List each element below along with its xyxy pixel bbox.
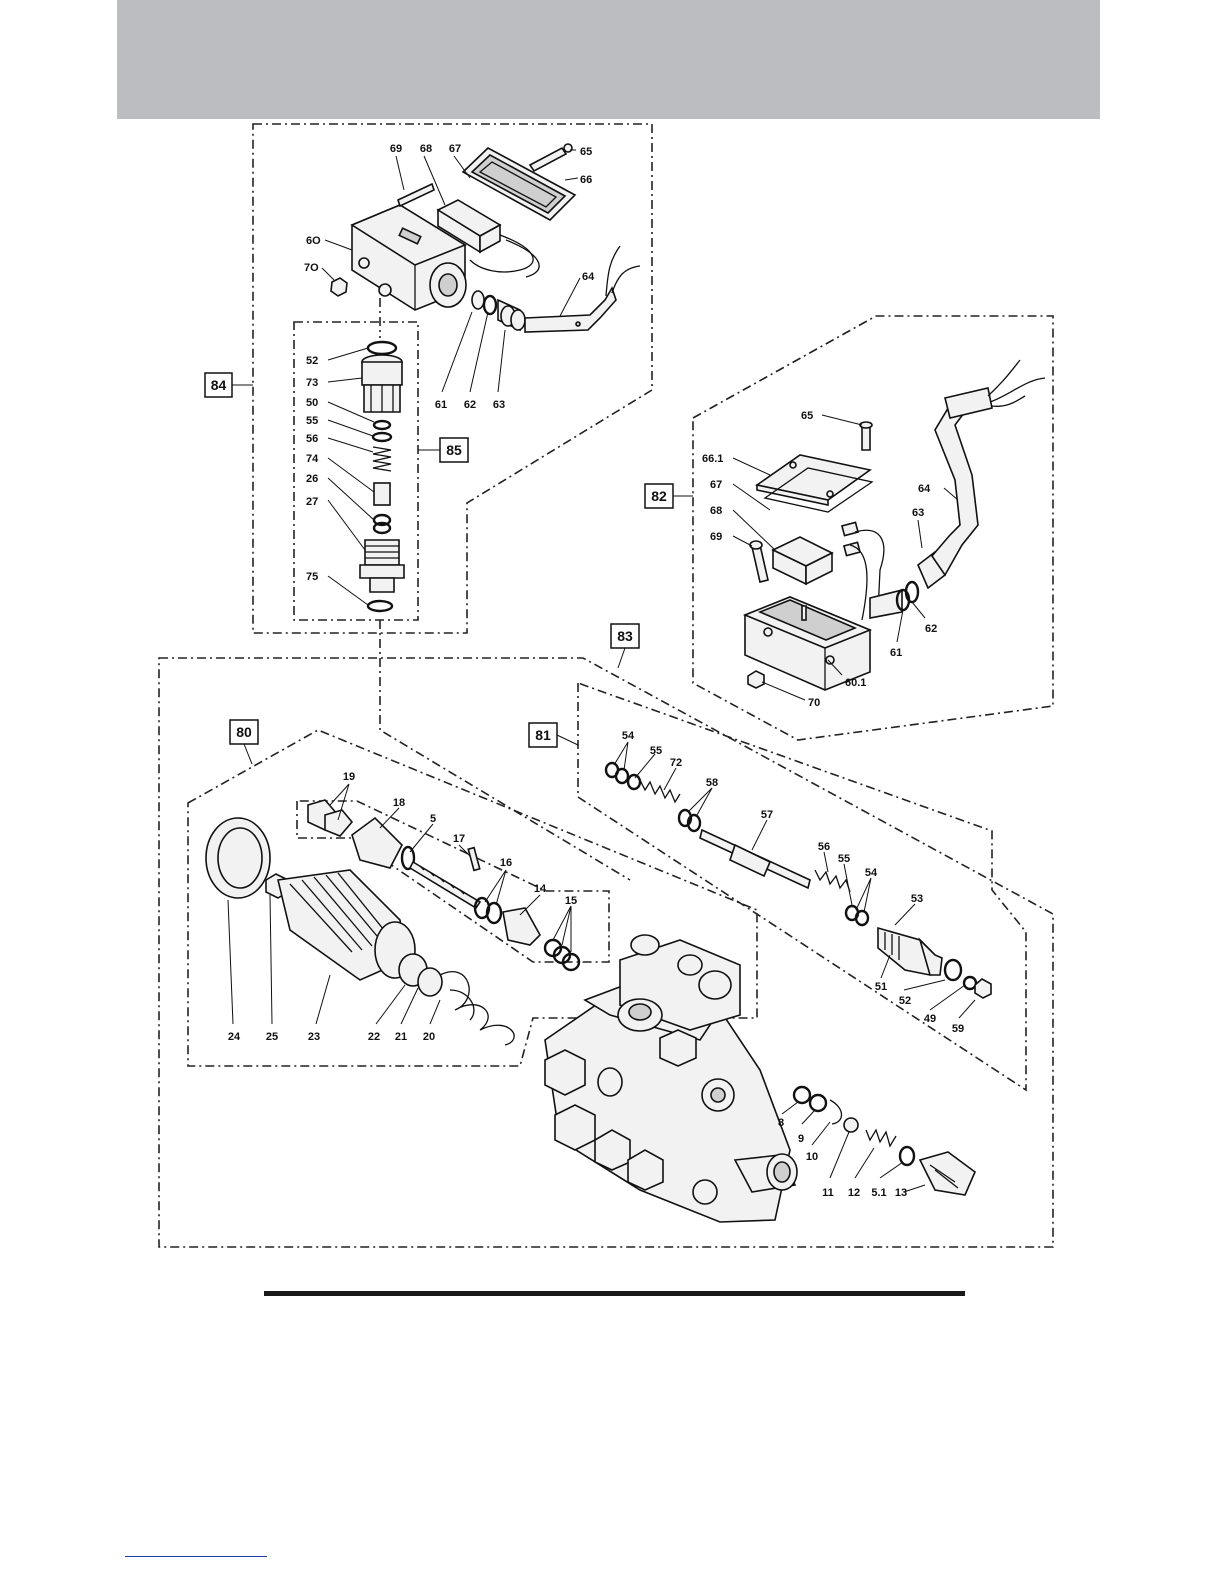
callout-19: 19 — [343, 771, 355, 783]
callout-57: 57 — [761, 809, 773, 821]
callout-63: 63 — [912, 507, 924, 519]
callout-20: 20 — [423, 1031, 435, 1043]
box-83-label: 83 — [617, 628, 633, 644]
box-85-label: 85 — [446, 442, 462, 458]
callout-64: 64 — [582, 271, 595, 283]
callout-68: 68 — [420, 143, 432, 155]
callout-11: 11 — [822, 1187, 834, 1199]
callout-58: 58 — [706, 777, 718, 789]
box-80-label: 80 — [236, 724, 252, 740]
callout-8: 8 — [778, 1117, 784, 1129]
callout-72: 72 — [670, 757, 682, 769]
callout-27: 27 — [306, 496, 318, 508]
valve-body — [545, 935, 797, 1222]
cartridge-80 — [206, 800, 579, 1045]
group-82-outline — [693, 316, 1053, 740]
callout-69: 69 — [710, 531, 722, 543]
callout-62: 62 — [464, 399, 476, 411]
callout-54: 54 — [622, 730, 635, 742]
callout-62: 62 — [925, 623, 937, 635]
callout-22: 22 — [368, 1031, 380, 1043]
callout-9: 9 — [798, 1133, 804, 1145]
callout-50: 50 — [306, 397, 318, 409]
screw-69-82 — [752, 545, 768, 582]
callout-26: 26 — [306, 473, 318, 485]
box-81: 81 — [529, 723, 557, 747]
callout-74: 74 — [306, 453, 319, 465]
callout-61: 61 — [435, 399, 447, 411]
callout-61: 61 — [890, 647, 902, 659]
gland-cable-82 — [870, 360, 1045, 618]
callout-70: 70 — [808, 697, 820, 709]
box-83: 83 — [611, 624, 639, 648]
box-84-label: 84 — [211, 377, 227, 393]
callout-60: 6O — [306, 235, 321, 247]
box-80: 80 — [230, 720, 258, 744]
bottom-rule — [264, 1291, 965, 1296]
callout-51: 51 — [875, 981, 887, 993]
callout-66: 66 — [580, 174, 592, 186]
callout-69: 69 — [390, 143, 402, 155]
callout-25: 25 — [266, 1031, 278, 1043]
callout-55: 55 — [650, 745, 662, 757]
cover-82 — [757, 455, 872, 512]
nut-70-top — [331, 278, 347, 296]
callout-18: 18 — [393, 797, 405, 809]
callout-75: 75 — [306, 571, 318, 583]
microswitch-82 — [773, 522, 860, 584]
callout-64: 64 — [918, 483, 931, 495]
callout-52: 52 — [306, 355, 318, 367]
callout-56: 56 — [306, 433, 318, 445]
gland-cable-top — [472, 246, 640, 332]
callout-70: 7O — [304, 262, 319, 274]
callout-16: 16 — [500, 857, 512, 869]
callouts-83: 8 9 10 11 12 5.1 13 — [778, 1117, 907, 1199]
screw-65-top — [530, 148, 566, 171]
callout-12: 12 — [848, 1187, 860, 1199]
callout-54b: 54 — [865, 867, 878, 879]
callout-55: 55 — [306, 415, 318, 427]
callout-23: 23 — [308, 1031, 320, 1043]
callout-5: 5 — [430, 813, 436, 825]
callout-52: 52 — [899, 995, 911, 1007]
box-85: 85 — [440, 438, 468, 462]
callout-17: 17 — [453, 833, 465, 845]
callout-65: 65 — [801, 410, 813, 422]
nut-70-82 — [748, 671, 764, 688]
callout-67: 67 — [710, 479, 722, 491]
callout-14: 14 — [534, 883, 547, 895]
callout-60-1: 60.1 — [845, 677, 866, 689]
callout-67: 67 — [449, 143, 461, 155]
box-82: 82 — [645, 484, 673, 508]
callout-68: 68 — [710, 505, 722, 517]
callouts-85: 52 73 50 55 56 74 26 27 75 — [306, 355, 319, 583]
callout-13: 13 — [895, 1187, 907, 1199]
callout-10: 10 — [806, 1151, 818, 1163]
callout-5-1: 5.1 — [871, 1187, 886, 1199]
valve-stack-85 — [360, 342, 404, 611]
callout-15: 15 — [565, 895, 577, 907]
callout-73: 73 — [306, 377, 318, 389]
callout-49: 49 — [924, 1013, 936, 1025]
box-81-label: 81 — [535, 727, 551, 743]
check-valve-parts-83 — [794, 1087, 975, 1195]
callout-56: 56 — [818, 841, 830, 853]
callout-59: 59 — [952, 1023, 964, 1035]
box-82-label: 82 — [651, 488, 667, 504]
callout-66-1: 66.1 — [702, 453, 723, 465]
callout-21: 21 — [395, 1031, 407, 1043]
callout-55b: 55 — [838, 853, 850, 865]
box-84: 84 — [205, 373, 232, 397]
callout-63: 63 — [493, 399, 505, 411]
footer-link-rule — [125, 1556, 267, 1557]
callout-53: 53 — [911, 893, 923, 905]
callout-24: 24 — [228, 1031, 241, 1043]
callouts-80: 19 18 5 17 16 14 15 24 25 23 22 21 20 — [228, 771, 577, 1043]
callout-65: 65 — [580, 146, 592, 158]
